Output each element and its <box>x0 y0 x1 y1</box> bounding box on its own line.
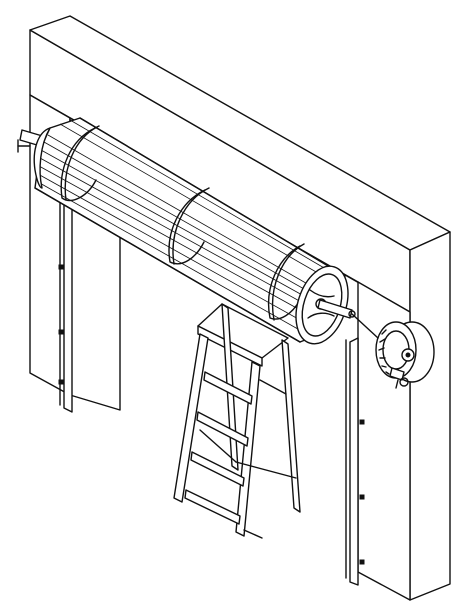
coil-strap-left <box>60 127 97 202</box>
coil-left-end <box>33 127 51 189</box>
ladder-step-3 <box>190 451 245 487</box>
left-guide-rail <box>63 199 73 413</box>
drive-wheel-icon <box>351 313 435 389</box>
ladder-left-rail <box>173 333 209 503</box>
right-guide-rail <box>349 337 359 586</box>
ladder-step-4 <box>184 489 241 525</box>
ladder-right-rail <box>235 361 261 537</box>
door-guide-rail-icon <box>345 337 365 586</box>
coil-strap-right <box>268 245 301 320</box>
ladder-back-rail-right <box>281 339 301 513</box>
ladder-step-1 <box>203 371 253 405</box>
door-coil-icon <box>33 117 356 345</box>
wall-right-side <box>409 231 451 601</box>
coil-strap-middle <box>168 189 206 265</box>
ladder-step-2 <box>196 411 249 447</box>
ladder-icon <box>173 303 301 539</box>
